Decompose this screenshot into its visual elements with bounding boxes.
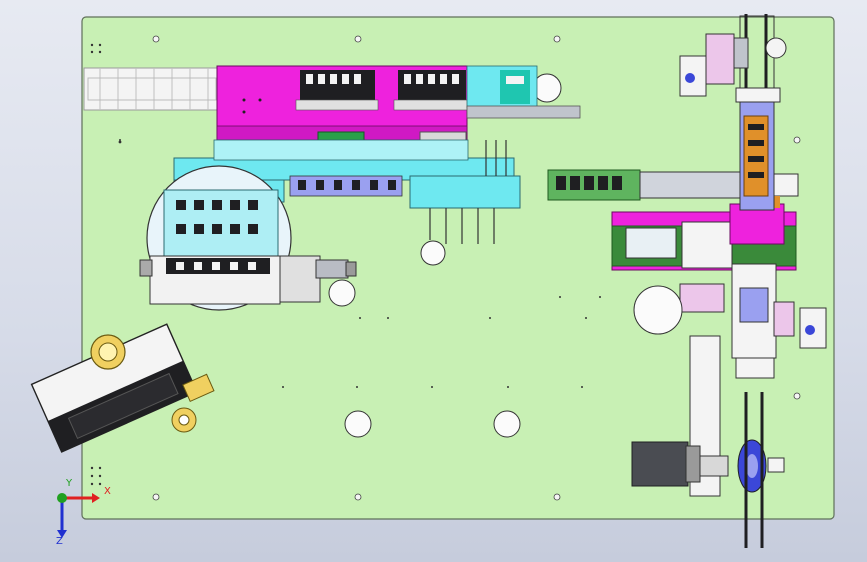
bottom-right-motor[interactable] [631, 335, 785, 548]
vertical-lift-column[interactable] [735, 14, 781, 211]
right-lower-actuator[interactable] [633, 263, 827, 379]
top-right-drive[interactable] [679, 33, 787, 97]
cable-drag-chain[interactable] [83, 67, 221, 111]
small-dots [90, 43, 601, 486]
y-axis-label: Y [66, 478, 73, 489]
left-feeder-unit[interactable] [139, 255, 357, 305]
y-axis-dot-icon [57, 493, 67, 503]
x-axis-label: X [104, 486, 111, 497]
z-axis-label: Z [56, 536, 63, 547]
coordinate-triad: X Y Z [46, 478, 116, 548]
mounting-holes [152, 35, 801, 501]
top-guide-rail [466, 65, 581, 119]
magenta-linear-module[interactable] [216, 65, 469, 159]
tilted-cylinder-unit[interactable] [30, 318, 215, 458]
right-gantry-frame[interactable] [611, 196, 797, 271]
through-holes [328, 73, 562, 438]
